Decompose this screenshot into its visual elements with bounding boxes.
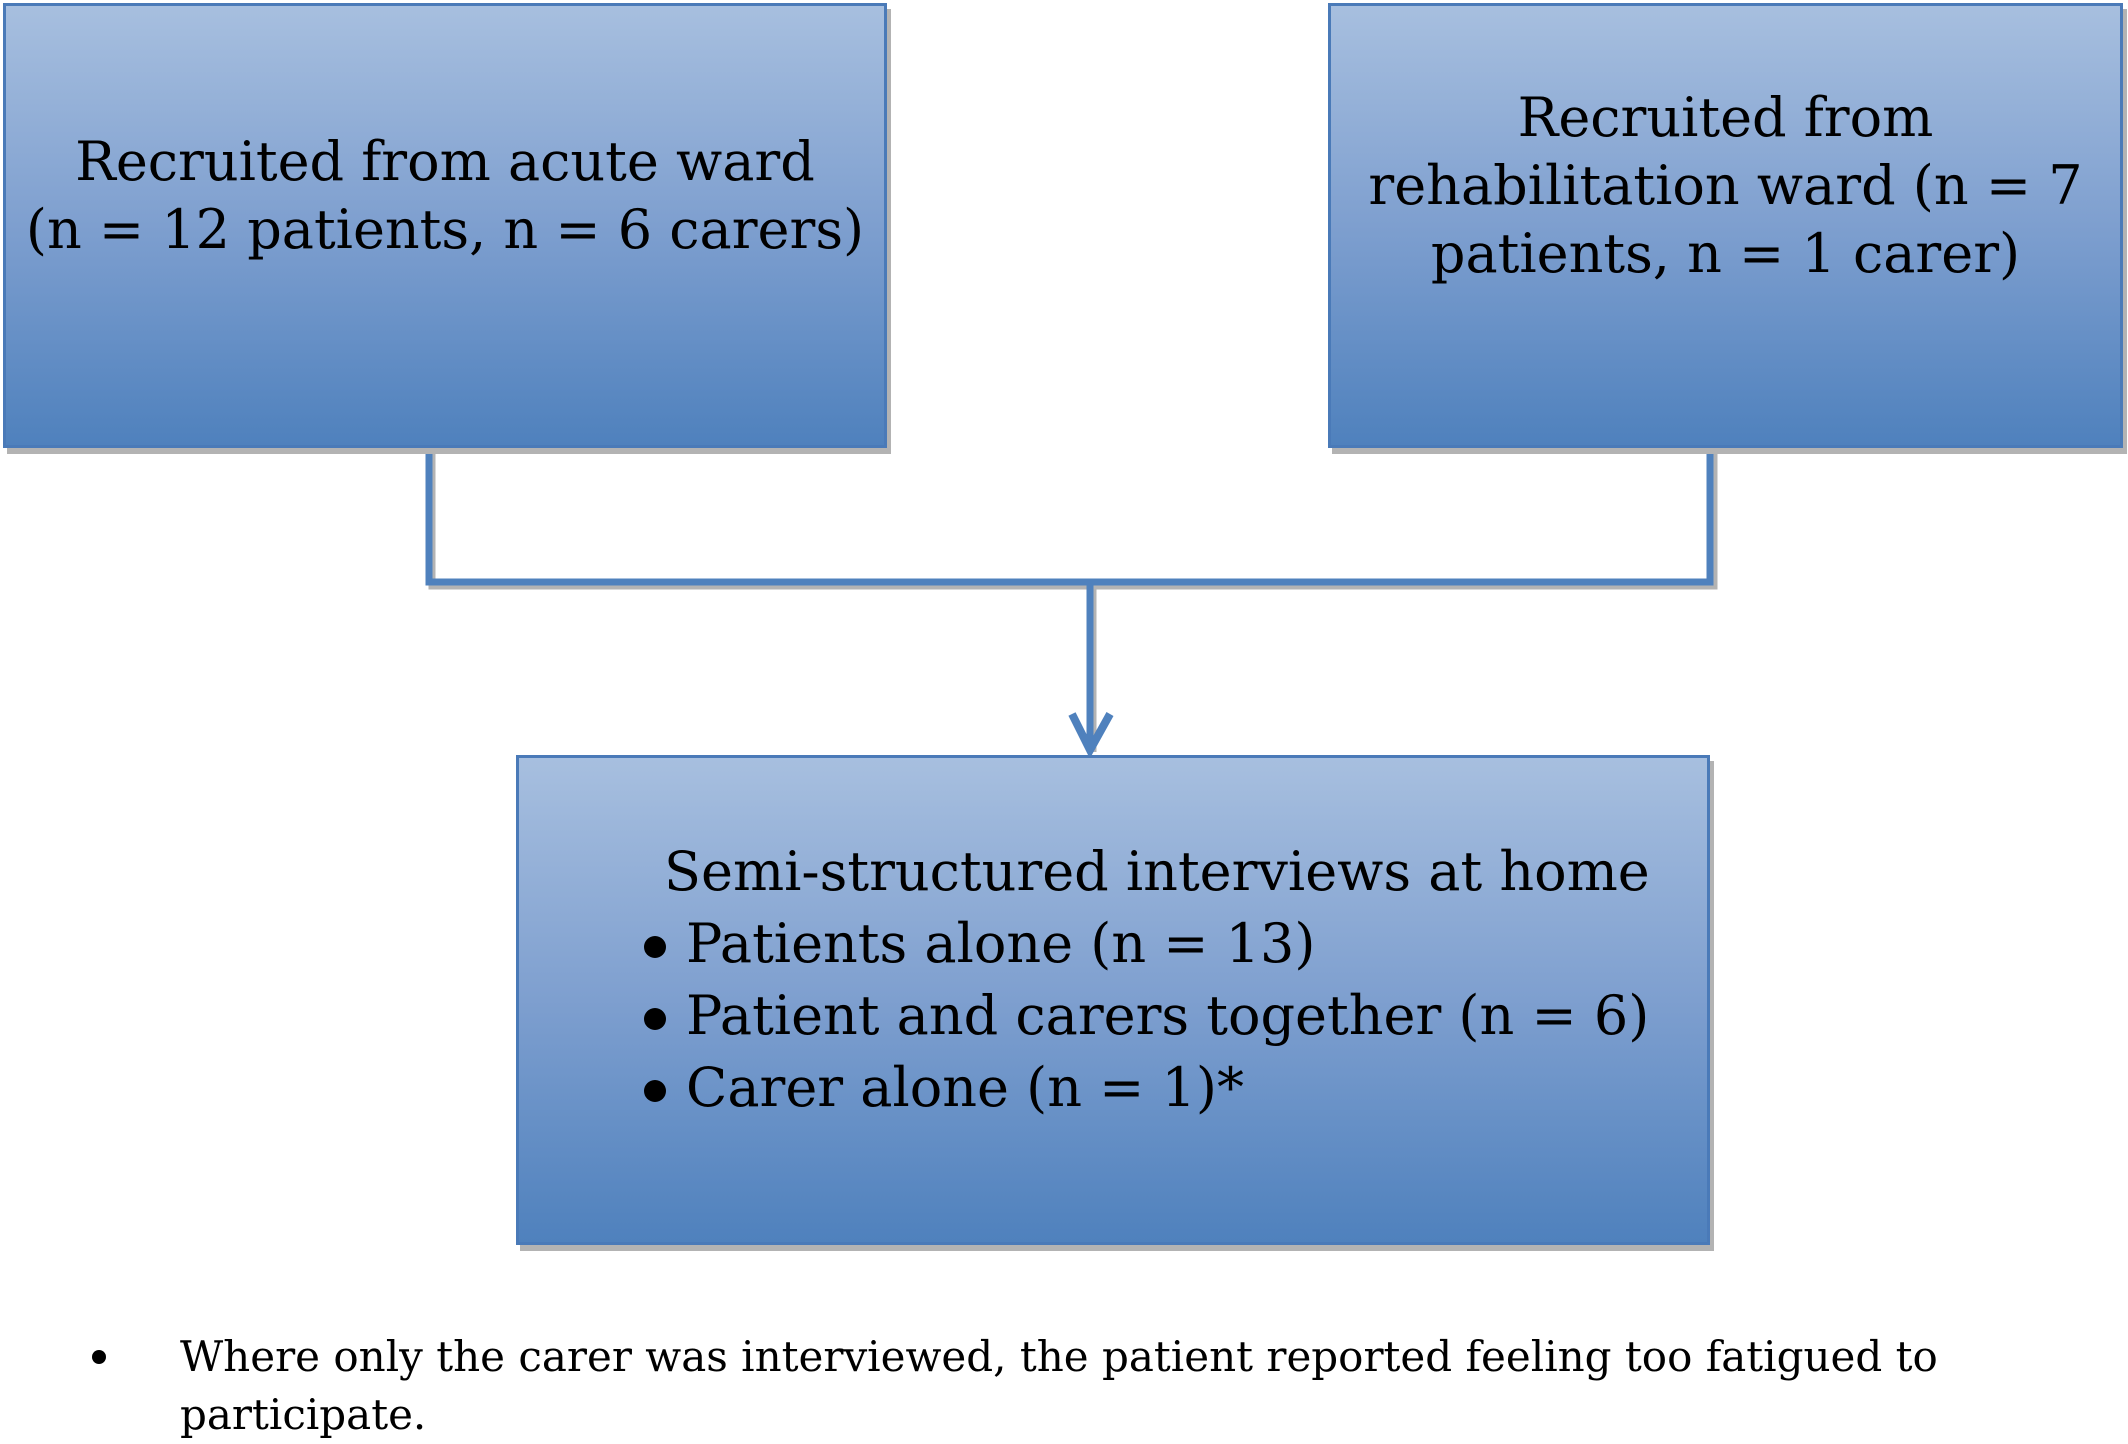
bullet-icon xyxy=(644,936,666,958)
rehabilitation-ward-box: Recruited from rehabilitation ward (n = … xyxy=(1328,3,2123,448)
interview-item-together: Patient and carers together (n = 6) xyxy=(644,980,1649,1052)
connector-shadow xyxy=(428,452,1718,752)
footnote-text: Where only the carer was interviewed, th… xyxy=(180,1332,1938,1439)
bullet-icon xyxy=(92,1350,106,1364)
interviews-box: Semi-structured interviews at home Patie… xyxy=(516,755,1710,1245)
bullet-icon xyxy=(644,1080,666,1102)
connector-main xyxy=(425,448,1714,759)
interview-item-patients-alone: Patients alone (n = 13) xyxy=(644,908,1649,980)
interviews-title: Semi-structured interviews at home xyxy=(664,840,1650,903)
arrow-head-icon xyxy=(1068,712,1114,759)
interview-item-label: Patients alone (n = 13) xyxy=(686,912,1316,975)
interview-item-label: Carer alone (n = 1)* xyxy=(686,1056,1244,1119)
rehabilitation-ward-text: Recruited from rehabilitation ward (n = … xyxy=(1368,85,2083,285)
acute-ward-text: Recruited from acute ward (n = 12 patien… xyxy=(25,129,865,261)
bullet-icon xyxy=(644,1008,666,1030)
footnote: Where only the carer was interviewed, th… xyxy=(92,1328,1992,1444)
acute-ward-box: Recruited from acute ward (n = 12 patien… xyxy=(3,3,887,448)
interviews-list: Patients alone (n = 13) Patient and care… xyxy=(644,908,1649,1124)
acute-connector xyxy=(425,448,1714,586)
interview-item-label: Patient and carers together (n = 6) xyxy=(686,984,1650,1047)
interview-item-carer-alone: Carer alone (n = 1)* xyxy=(644,1052,1649,1124)
